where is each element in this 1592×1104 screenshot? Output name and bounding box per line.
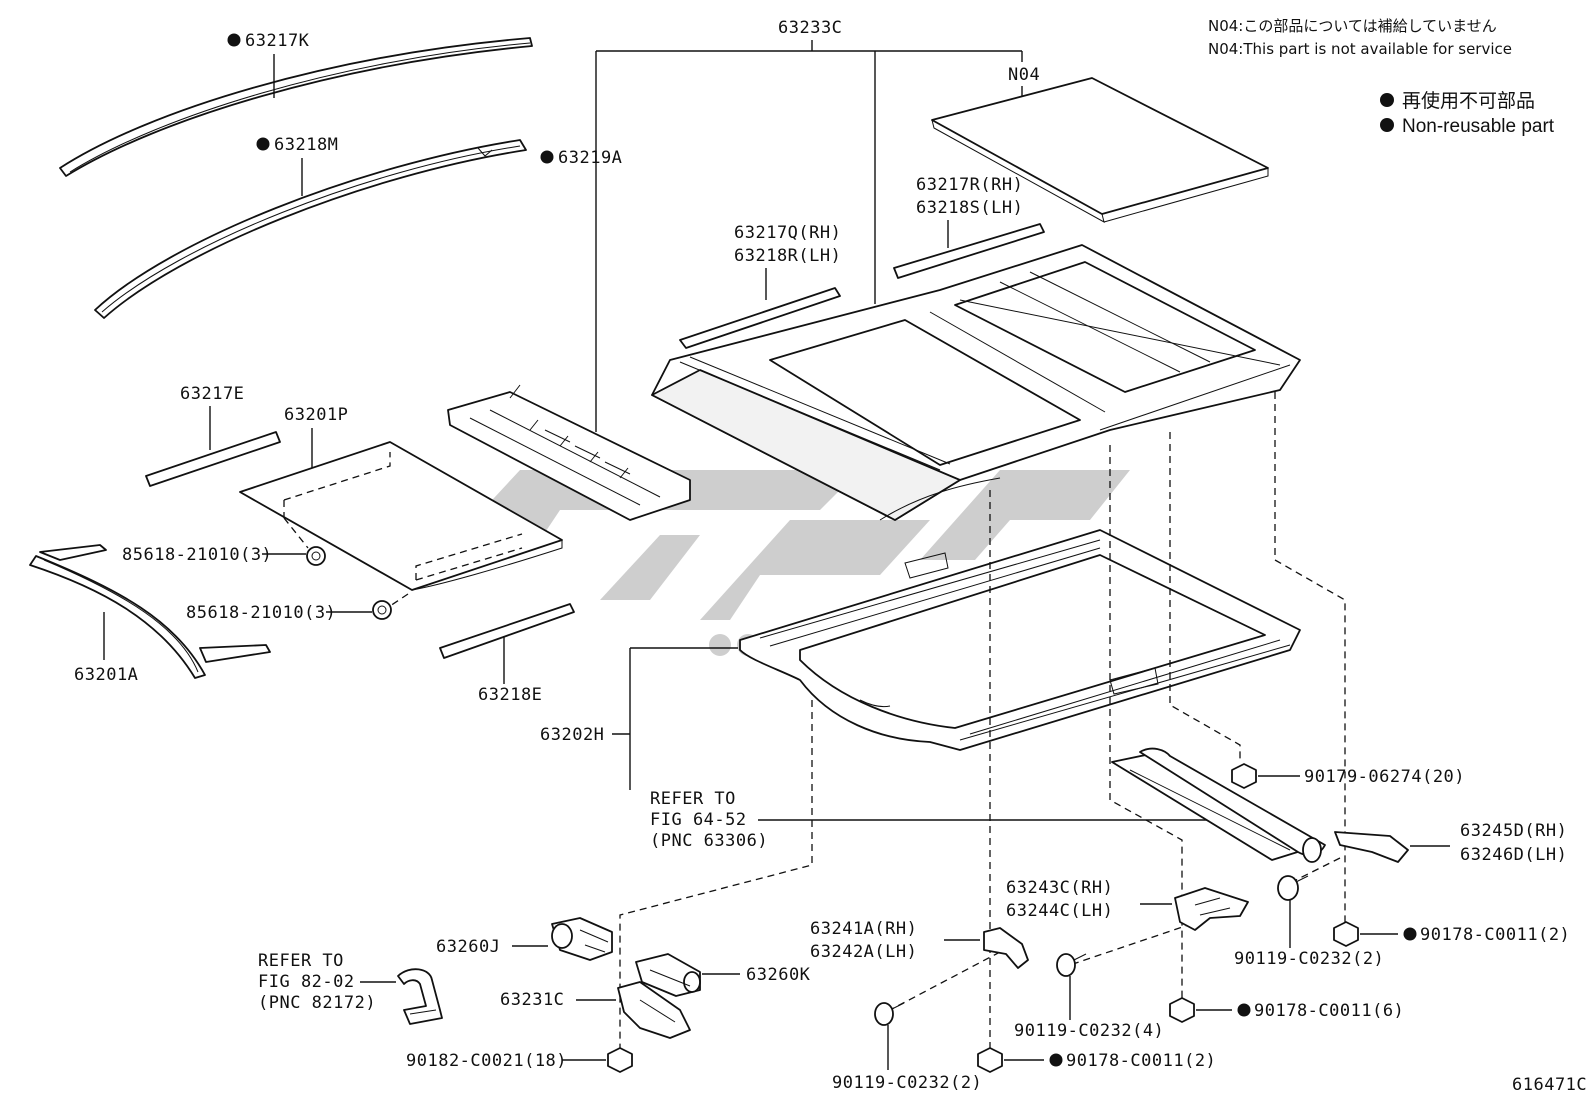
refer1-line3: (PNC 63306) — [650, 831, 768, 851]
label-85618-b: 85618-21010(3) — [186, 603, 336, 623]
label-63241A: 63241A(RH) — [810, 919, 917, 939]
part-63217R-strip[interactable] — [893, 223, 1045, 279]
label-63245D: 63245D(RH) — [1460, 821, 1567, 841]
label-63246D: 63246D(LH) — [1460, 845, 1567, 865]
label-85618-a: 85618-21010(3) — [122, 545, 272, 565]
label-63218S: 63218S(LH) — [916, 198, 1023, 218]
part-90179-nut[interactable] — [1231, 763, 1257, 789]
label-63242A: 63242A(LH) — [810, 942, 917, 962]
part-63231C-bracket[interactable] — [617, 981, 691, 1039]
part-63218E-strip[interactable] — [439, 603, 575, 659]
note-n04-en: N04:This part is not available for servi… — [1208, 40, 1512, 58]
part-90178-nut-a[interactable] — [1333, 921, 1359, 947]
label-63217Q: 63217Q(RH) — [734, 223, 841, 243]
part-63217K[interactable] — [59, 37, 533, 177]
label-90178-c: 90178-C0011(2) — [1066, 1051, 1216, 1071]
part-90119-bolt-c[interactable] — [874, 1002, 905, 1026]
legend-en: Non-reusable part — [1402, 116, 1555, 137]
label-63260K: 63260K — [746, 965, 811, 985]
label-63202H: 63202H — [540, 725, 604, 745]
non-reusable-icon — [1049, 1053, 1063, 1067]
refer2-line3: (PNC 82172) — [258, 993, 376, 1013]
label-90178-b: 90178-C0011(6) — [1254, 1001, 1404, 1021]
part-63260K-motor[interactable] — [635, 953, 701, 997]
bullet-icon — [1380, 93, 1394, 107]
part-63219A-panel[interactable] — [447, 384, 691, 521]
part-63218M[interactable] — [94, 139, 527, 319]
label-63243C: 63243C(RH) — [1006, 878, 1113, 898]
part-63241A-bracket[interactable] — [983, 927, 1029, 969]
non-reusable-icon — [256, 137, 270, 151]
non-reusable-icon — [227, 33, 241, 47]
part-63202H-housing[interactable] — [739, 529, 1301, 751]
non-reusable-icon — [540, 150, 554, 164]
refer2-line1: REFER TO — [258, 951, 344, 971]
part-63217Q-strip[interactable] — [679, 287, 841, 349]
part-85618-clip-b[interactable] — [372, 600, 392, 620]
label-90182: 90182-C0021(18) — [406, 1051, 567, 1071]
note-n04-jp: N04:この部品については補給していません — [1208, 17, 1497, 35]
label-63233C: 63233C — [778, 18, 842, 38]
label-63231C: 63231C — [500, 990, 564, 1010]
label-63260J: 63260J — [436, 937, 500, 957]
part-63233C-frame[interactable] — [651, 244, 1301, 521]
label-90179: 90179-06274(20) — [1304, 767, 1465, 787]
part-sunshade-roller[interactable] — [1111, 747, 1326, 863]
refer1-line2: FIG 64-52 — [650, 810, 747, 830]
part-63201P-panel[interactable] — [239, 441, 563, 591]
label-63219A: 63219A — [558, 148, 622, 168]
part-63201A[interactable] — [29, 544, 271, 679]
refer1-line1: REFER TO — [650, 789, 736, 809]
label-63217E: 63217E — [180, 384, 244, 404]
label-63218E: 63218E — [478, 685, 542, 705]
part-90178-nut-b[interactable] — [1169, 997, 1195, 1023]
part-63245D-bracket[interactable] — [1334, 831, 1409, 863]
label-63217R: 63217R(RH) — [916, 175, 1023, 195]
part-63243C-bracket[interactable] — [1174, 887, 1249, 931]
legend-jp: 再使用不可部品 — [1402, 90, 1535, 112]
label-90178-a: 90178-C0011(2) — [1420, 925, 1570, 945]
label-90119-c: 90119-C0232(2) — [832, 1073, 982, 1093]
refer2-line2: FIG 82-02 — [258, 972, 355, 992]
part-85618-clip-a[interactable] — [306, 546, 326, 566]
part-82172-harness[interactable] — [397, 968, 443, 1025]
label-63201P: 63201P — [284, 405, 348, 425]
label-63201A: 63201A — [74, 665, 138, 685]
part-63260J-motor[interactable] — [551, 917, 613, 961]
label-90119-b: 90119-C0232(4) — [1014, 1021, 1164, 1041]
part-90119-bolt-a[interactable] — [1277, 875, 1309, 901]
bullet-icon — [1380, 118, 1394, 132]
label-63218M: 63218M — [274, 135, 338, 155]
figure-id: 616471C — [1512, 1075, 1587, 1095]
part-N04-glass[interactable] — [931, 77, 1269, 223]
label-90119-a: 90119-C0232(2) — [1234, 949, 1384, 969]
label-63217K: 63217K — [245, 31, 310, 51]
label-63244C: 63244C(LH) — [1006, 901, 1113, 921]
part-63217E-strip[interactable] — [145, 431, 281, 487]
non-reusable-icon — [1237, 1003, 1251, 1017]
part-90182-nut[interactable] — [607, 1047, 633, 1073]
part-90178-nut-c[interactable] — [977, 1047, 1003, 1073]
non-reusable-icon — [1403, 927, 1417, 941]
part-90119-bolt-b[interactable] — [1056, 953, 1087, 977]
label-63218R: 63218R(LH) — [734, 246, 841, 266]
label-N04: N04 — [1008, 65, 1040, 85]
